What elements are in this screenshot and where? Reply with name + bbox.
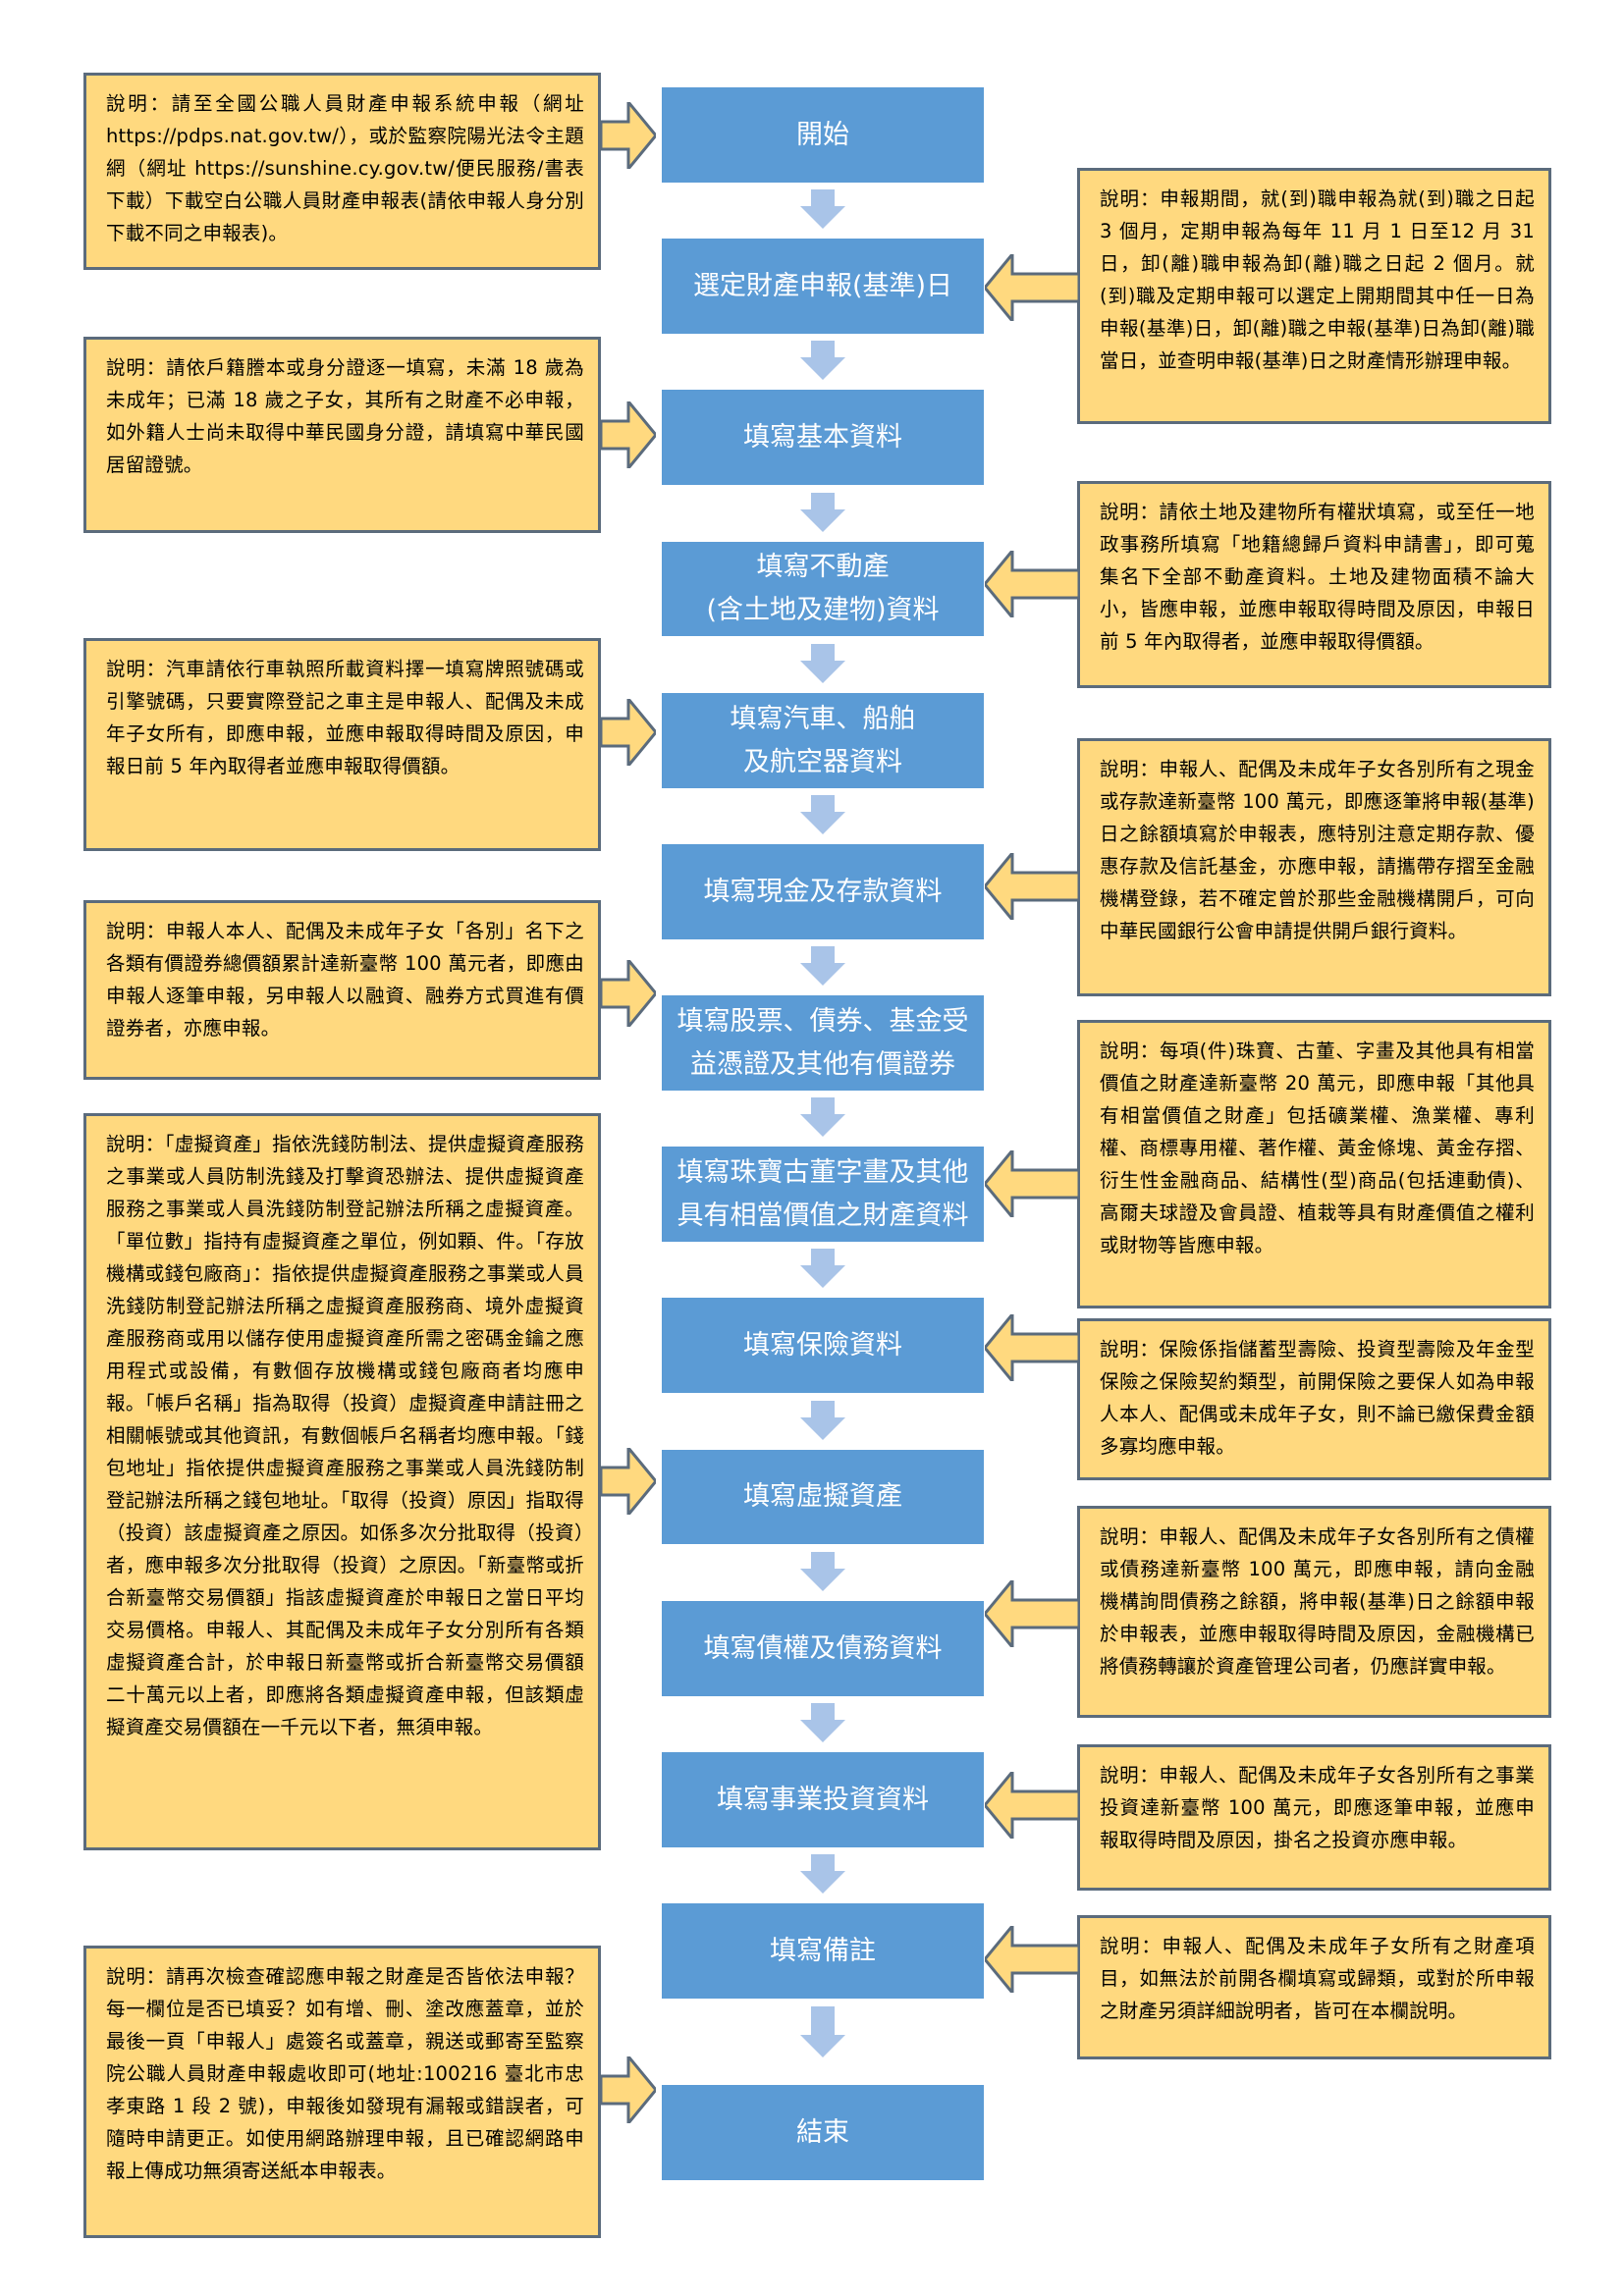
down-arrow-icon	[800, 1097, 845, 1137]
note-business: 說明：申報人、配偶及未成年子女各別所有之事業投資達新臺幣 100 萬元，即應逐筆…	[1077, 1744, 1551, 1891]
step-label: 填寫汽車、船舶	[730, 703, 916, 734]
note-date: 說明：申報期間，就(到)職申報為就(到)職之日起 3 個月，定期申報為每年 11…	[1077, 168, 1551, 424]
step-label: (含土地及建物)資料	[706, 595, 940, 625]
step-label: 填寫備註	[770, 1935, 876, 1966]
step-label: 填寫債權及債務資料	[703, 1632, 943, 1664]
step-date: 選定財產申報(基準)日	[662, 239, 984, 334]
down-arrow-icon	[800, 341, 845, 380]
step-label: 填寫珠寶古董字畫及其他	[677, 1156, 969, 1188]
note-realestate: 說明：請依土地及建物所有權狀填寫，或至任一地政事務所填寫「地籍總歸戶資料申請書」…	[1077, 481, 1551, 688]
left-arrow-icon	[985, 1926, 1079, 1993]
step-realestate: 填寫不動產 (含土地及建物)資料	[662, 542, 984, 636]
note-securities: 說明：申報人本人、配偶及未成年子女「各別」名下之各類有價證券總價額累計達新臺幣 …	[83, 900, 601, 1080]
step-label: 填寫不動產	[756, 552, 890, 582]
note-debt: 說明：申報人、配偶及未成年子女各別所有之債權或債務達新臺幣 100 萬元，即應申…	[1077, 1506, 1551, 1718]
down-arrow-icon	[800, 1249, 845, 1288]
left-arrow-icon	[985, 1580, 1079, 1647]
step-cash: 填寫現金及存款資料	[662, 844, 984, 939]
note-cash: 說明：申報人、配偶及未成年子女各別所有之現金或存款達新臺幣 100 萬元，即應逐…	[1077, 738, 1551, 996]
right-arrow-icon	[601, 401, 656, 468]
step-label: 填寫基本資料	[743, 421, 902, 453]
down-arrow-icon	[800, 2006, 845, 2057]
step-label: 結束	[796, 2116, 849, 2148]
left-arrow-icon	[985, 1772, 1079, 1839]
step-end: 結束	[662, 2085, 984, 2180]
down-arrow-icon	[800, 1552, 845, 1591]
step-label: 選定財產申報(基準)日	[692, 270, 953, 301]
down-arrow-icon	[800, 493, 845, 532]
step-label: 填寫現金及存款資料	[703, 876, 943, 907]
down-arrow-icon	[800, 1854, 845, 1894]
step-label: 填寫事業投資資料	[717, 1784, 929, 1815]
step-label: 填寫股票、債券、基金受	[677, 1005, 969, 1037]
step-vehicle: 填寫汽車、船舶及航空器資料	[662, 693, 984, 788]
step-securities: 填寫股票、債券、基金受益憑證及其他有價證券	[662, 995, 984, 1091]
down-arrow-icon	[800, 795, 845, 834]
right-arrow-icon	[601, 699, 656, 766]
down-arrow-icon	[800, 946, 845, 986]
step-debt: 填寫債權及債務資料	[662, 1601, 984, 1696]
down-arrow-icon	[800, 644, 845, 683]
down-arrow-icon	[800, 1703, 845, 1742]
note-end: 說明：請再次檢查確認應申報之財產是否皆依法申報？每一欄位是否已填妥？如有增、刪、…	[83, 1946, 601, 2238]
left-arrow-icon	[985, 1314, 1079, 1381]
down-arrow-icon	[800, 189, 845, 229]
step-label: 及航空器資料	[743, 746, 902, 777]
right-arrow-icon	[601, 102, 656, 169]
left-arrow-icon	[985, 254, 1079, 321]
note-remarks: 說明：申報人、配偶及未成年子女所有之財產項目，如無法於前開各欄填寫或歸類，或對於…	[1077, 1915, 1551, 2059]
step-jewelry: 填寫珠寶古董字畫及其他具有相當價值之財產資料	[662, 1147, 984, 1242]
step-virtual: 填寫虛擬資產	[662, 1450, 984, 1544]
note-insurance: 說明：保險係指儲蓄型壽險、投資型壽險及年金型保險之保險契約類型，前開保險之要保人…	[1077, 1318, 1551, 1480]
right-arrow-icon	[601, 1448, 656, 1515]
step-label: 開始	[796, 119, 849, 150]
step-label: 益憑證及其他有價證券	[690, 1048, 955, 1080]
step-business: 填寫事業投資資料	[662, 1752, 984, 1847]
right-arrow-icon	[601, 960, 656, 1027]
note-start: 說明：請至全國公職人員財產申報系統申報（網址https://pdps.nat.g…	[83, 73, 601, 270]
left-arrow-icon	[985, 1150, 1079, 1217]
step-remarks: 填寫備註	[662, 1903, 984, 1999]
step-label: 填寫保險資料	[743, 1329, 902, 1361]
note-basic: 說明：請依戶籍謄本或身分證逐一填寫，未滿 18 歲為未成年；已滿 18 歲之子女…	[83, 337, 601, 533]
right-arrow-icon	[601, 2056, 656, 2123]
note-jewelry: 說明：每項(件)珠寶、古董、字畫及其他具有相當價值之財產達新臺幣 20 萬元，即…	[1077, 1020, 1551, 1308]
step-label: 具有相當價值之財產資料	[677, 1200, 969, 1231]
note-vehicle: 說明：汽車請依行車執照所載資料擇一填寫牌照號碼或引擎號碼，只要實際登記之車主是申…	[83, 638, 601, 851]
left-arrow-icon	[985, 551, 1079, 617]
down-arrow-icon	[800, 1401, 845, 1440]
note-virtual: 說明：「虛擬資產」指依洗錢防制法、提供虛擬資產服務之事業或人員防制洗錢及打擊資恐…	[83, 1113, 601, 1850]
step-start: 開始	[662, 87, 984, 183]
step-insurance: 填寫保險資料	[662, 1298, 984, 1393]
step-label: 填寫虛擬資產	[743, 1481, 902, 1512]
step-basic: 填寫基本資料	[662, 390, 984, 485]
left-arrow-icon	[985, 853, 1079, 920]
